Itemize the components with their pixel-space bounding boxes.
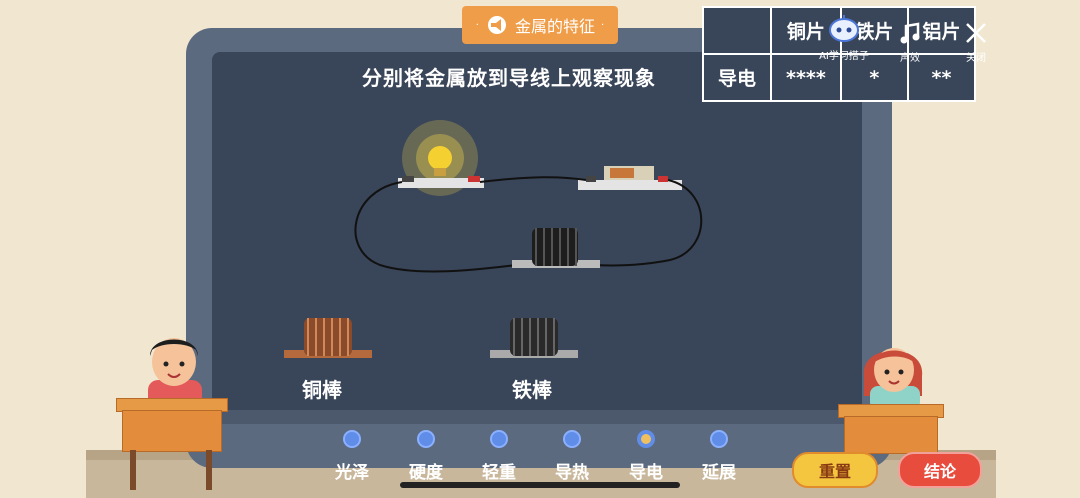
left-desk-leg [206,450,212,490]
left-desk-leg [130,450,136,490]
tab-luster[interactable]: 光泽 [322,430,382,483]
tab-label: 轻重 [482,463,516,483]
value-copper: **** [770,53,842,102]
table-row-conductivity: 导电 **** * ** [702,53,977,102]
battery-holder [578,180,682,190]
tab-dot-active [637,430,655,448]
tab-heat-conduction[interactable]: 导热 [542,430,602,483]
tab-dot [490,430,508,448]
lesson-title-tag: · 金属的特征 · [462,6,618,44]
close-label: 关闭 [966,53,986,64]
tab-label: 光泽 [335,463,369,483]
blackboard-ledge [186,410,892,424]
close-icon [966,23,986,43]
tab-dot [343,430,361,448]
megaphone-icon [487,16,506,34]
tab-label: 硬度 [409,463,443,483]
bulb-holder [398,178,484,188]
music-note-icon [900,22,920,44]
copper-rod-label: 铜棒 [302,378,342,402]
title-dot-right: · [601,19,605,31]
right-desk-body [844,416,938,454]
close-button[interactable]: 关闭 [956,20,996,64]
sound-effect-button[interactable]: 声效 [890,20,930,64]
girl-student-avatar [863,348,923,408]
copper-coil[interactable] [282,314,374,362]
tab-dot [710,430,728,448]
tab-hardness[interactable]: 硬度 [396,430,456,483]
left-desk-body [122,410,222,452]
ai-assistant-button[interactable]: AI学习搭子 [812,14,876,62]
experiment-instruction: 分别将金属放到导线上观察现象 [362,66,656,90]
boy-student-avatar [148,338,202,408]
iron-rod-label: 铁棒 [512,378,552,402]
reset-button[interactable]: 重置 [792,452,878,488]
tab-label: 导电 [629,463,663,483]
conclusion-button[interactable]: 结论 [898,452,982,488]
home-indicator[interactable] [400,482,680,488]
title-dot-left: · [475,19,479,31]
tab-dot [563,430,581,448]
robot-icon [829,15,859,42]
tab-weight[interactable]: 轻重 [469,430,529,483]
sound-effect-label: 声效 [900,53,920,64]
value-iron: * [839,53,909,102]
ai-assistant-label: AI学习搭子 [819,51,869,62]
tab-dot [417,430,435,448]
light-bulb [428,146,452,170]
iron-coil[interactable] [488,314,580,362]
lesson-title: 金属的特征 [514,17,595,36]
tab-electric-conduction[interactable]: 导电 [616,430,676,483]
circuit-coil [532,228,578,266]
value-aluminum: ** [906,53,977,102]
tab-ductility[interactable]: 延展 [689,430,749,483]
row-label-conductivity: 导电 [702,53,772,102]
tab-label: 导热 [555,463,589,483]
table-corner-cell [702,6,772,55]
tab-label: 延展 [702,463,736,483]
circuit-diagram [354,120,703,273]
